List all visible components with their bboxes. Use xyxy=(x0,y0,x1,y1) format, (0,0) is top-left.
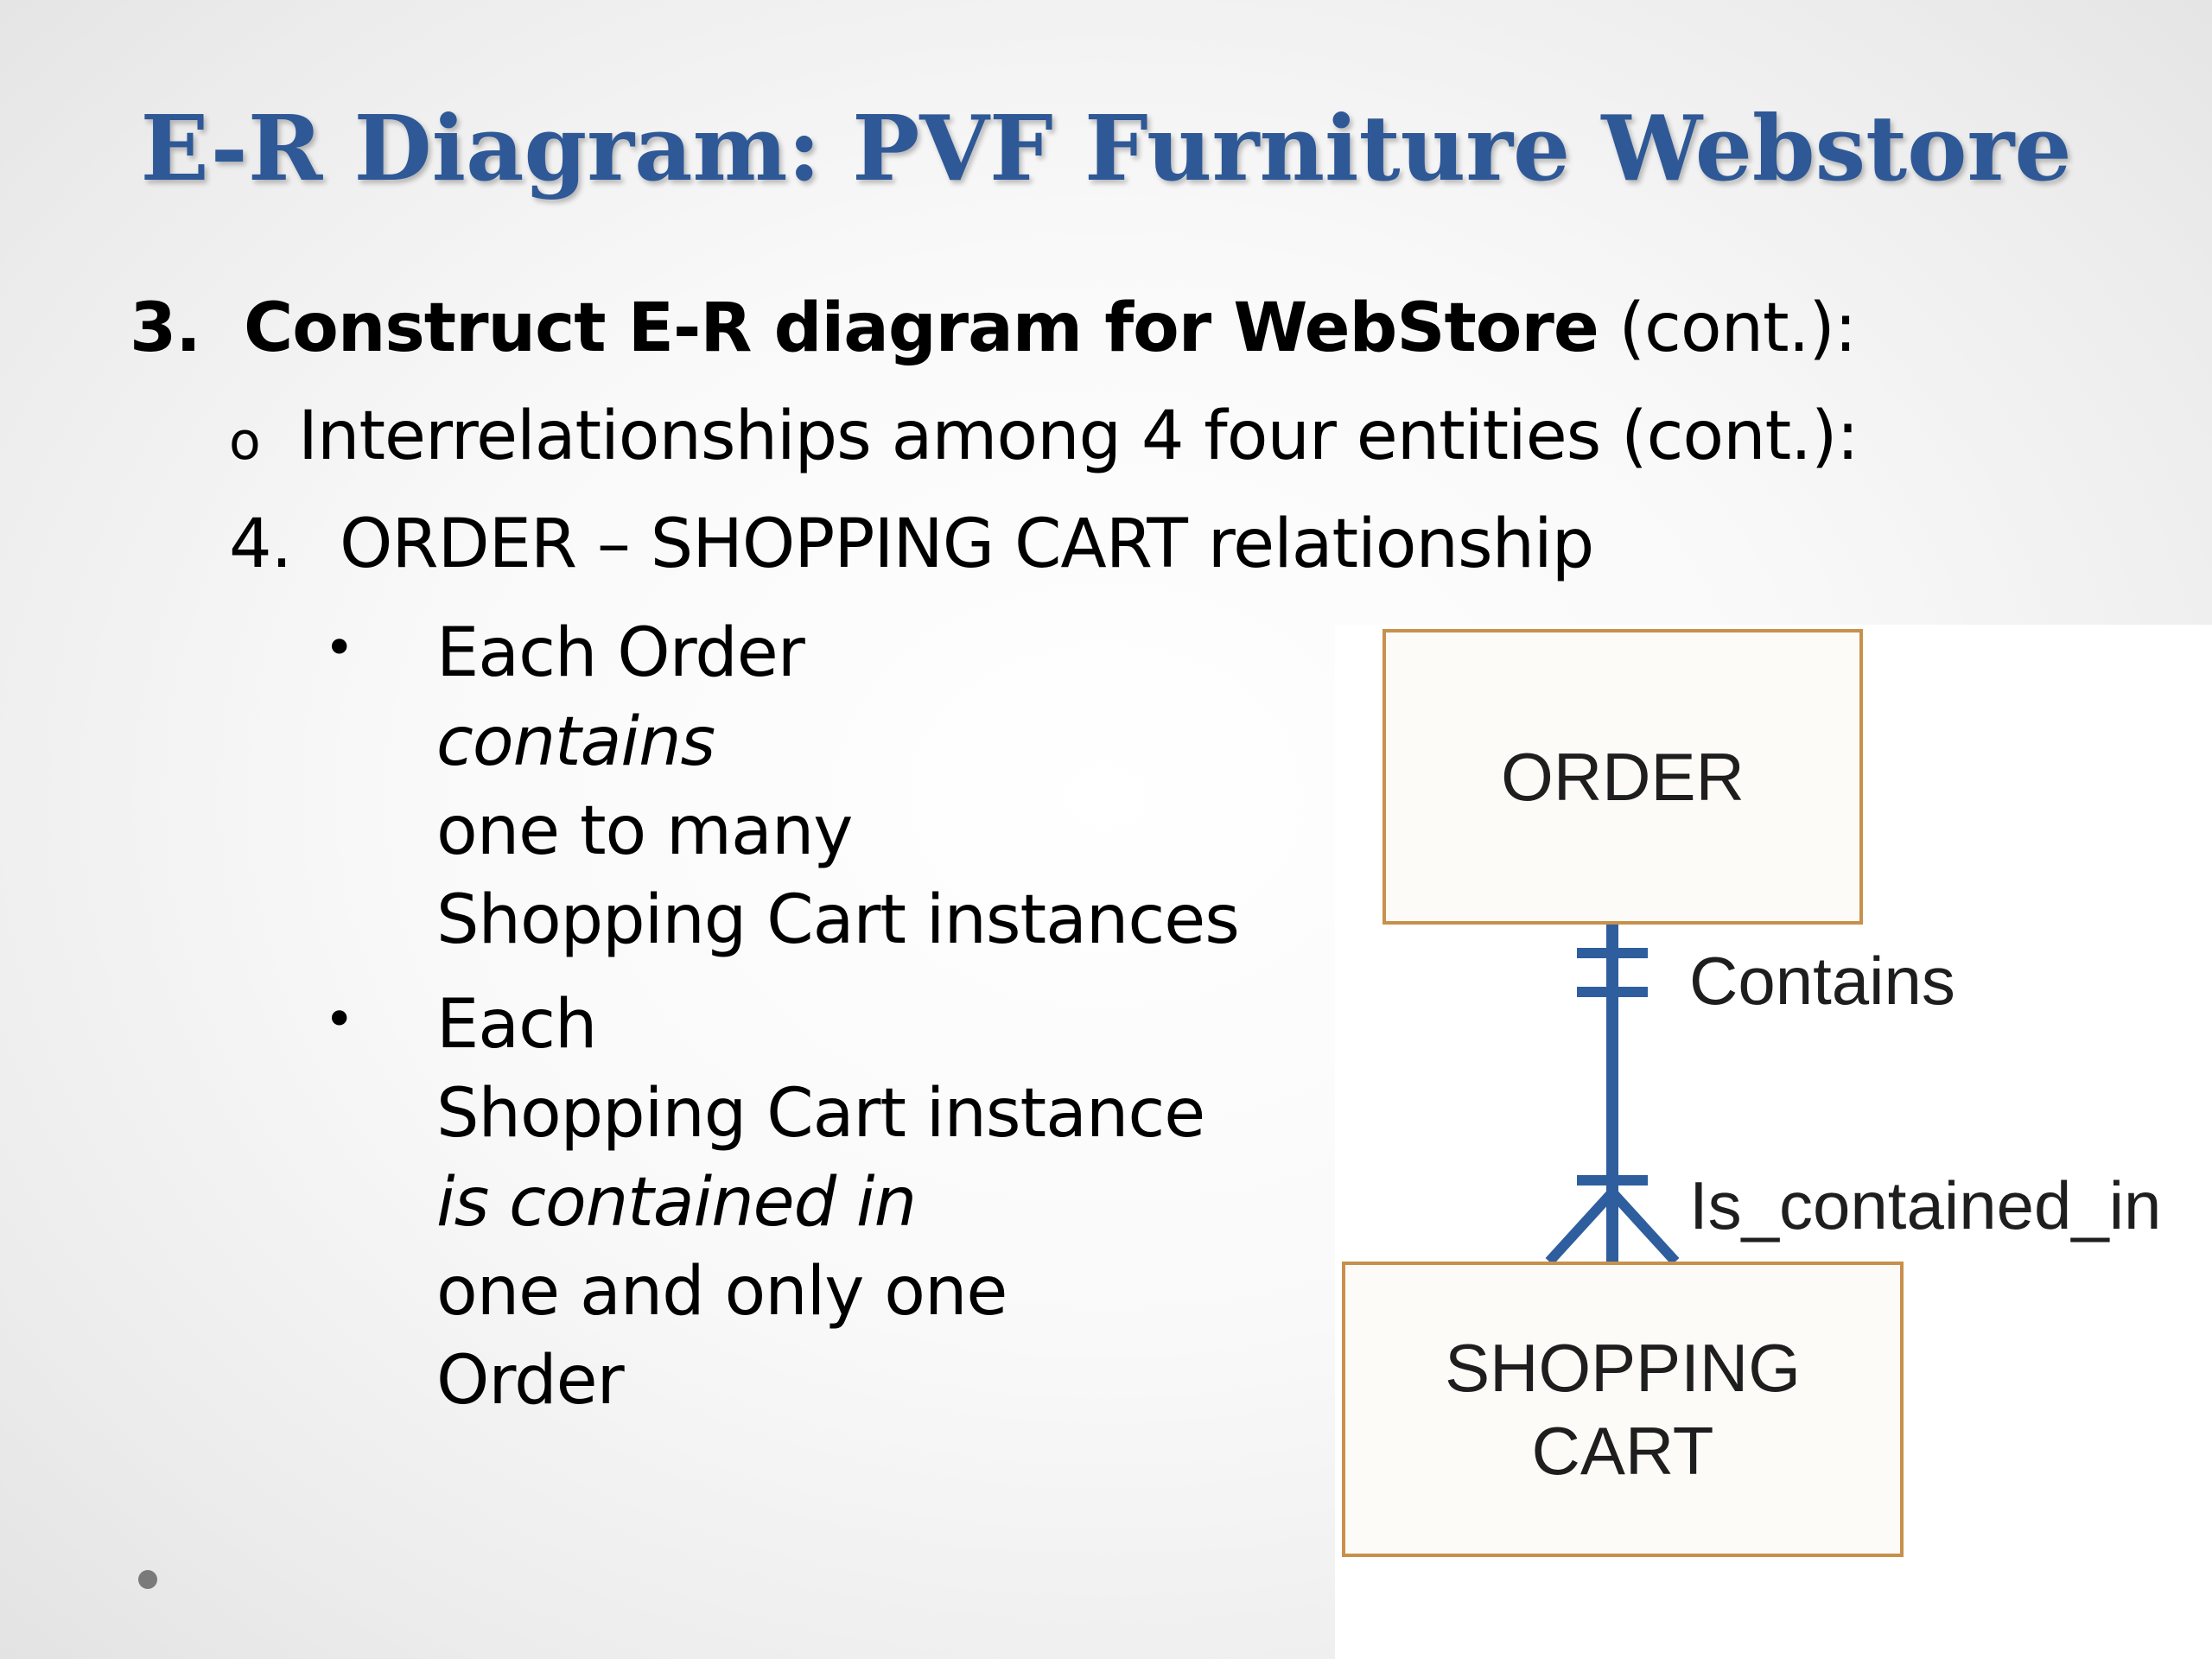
entity-cart-label-line2: CART xyxy=(1531,1413,1714,1489)
bullet-1-line: contains xyxy=(436,703,715,781)
entity-shopping-cart: SHOPPING CART xyxy=(1342,1262,1904,1557)
bullet-2-line: is contained in xyxy=(436,1164,917,1242)
step-4-number: 4. xyxy=(229,505,292,583)
bullet-2-line: Shopping Cart instance xyxy=(436,1075,1205,1153)
relationship-label-contains: Contains xyxy=(1689,943,1955,1019)
slide-title: E-R Diagram: PVF Furniture Webstore xyxy=(140,95,2072,201)
bullet-2-text: Each Shopping Cart instance is contained… xyxy=(436,981,1205,1426)
sub-point-text: Interrelationships among 4 four entities… xyxy=(298,397,1859,475)
bullet-1-line: Shopping Cart instances xyxy=(436,881,1240,959)
step-4-heading: 4. ORDER – SHOPPING CART relationship xyxy=(229,505,1594,583)
step-4-text: ORDER – SHOPPING CART relationship xyxy=(340,505,1594,583)
entity-order-label: ORDER xyxy=(1501,739,1745,815)
bullet-2-line: Each xyxy=(436,986,597,1064)
step-3-bold-text: Construct E-R diagram for WebStore xyxy=(244,289,1599,367)
crowfoot-left xyxy=(1545,1188,1617,1266)
step-3-number: 3. xyxy=(130,289,201,367)
bullet-2-line: Order xyxy=(436,1342,625,1420)
step-3-suffix: (cont.): xyxy=(1598,289,1858,367)
bullet-1-line: Each Order xyxy=(436,614,805,692)
entity-order: ORDER xyxy=(1382,629,1863,925)
slide-footer-dot xyxy=(138,1570,157,1589)
entity-cart-label-line1: SHOPPING xyxy=(1445,1330,1801,1406)
crowfoot-right xyxy=(1608,1188,1680,1266)
bullet-1-line: one to many xyxy=(436,792,853,870)
bullet-2-line: one and only one xyxy=(436,1253,1007,1331)
sub-point: o Interrelationships among 4 four entitie… xyxy=(229,397,1859,475)
relationship-label-is-contained-in: Is_contained_in xyxy=(1689,1167,2162,1243)
bullet-2-marker: • xyxy=(324,989,355,1050)
step-3-heading: 3. Construct E-R diagram for WebStore (co… xyxy=(130,289,1858,367)
sub-point-marker: o xyxy=(229,411,261,472)
bullet-1-text: Each Order contains one to many Shopping… xyxy=(436,609,1240,965)
bullet-1-marker: • xyxy=(324,618,355,678)
